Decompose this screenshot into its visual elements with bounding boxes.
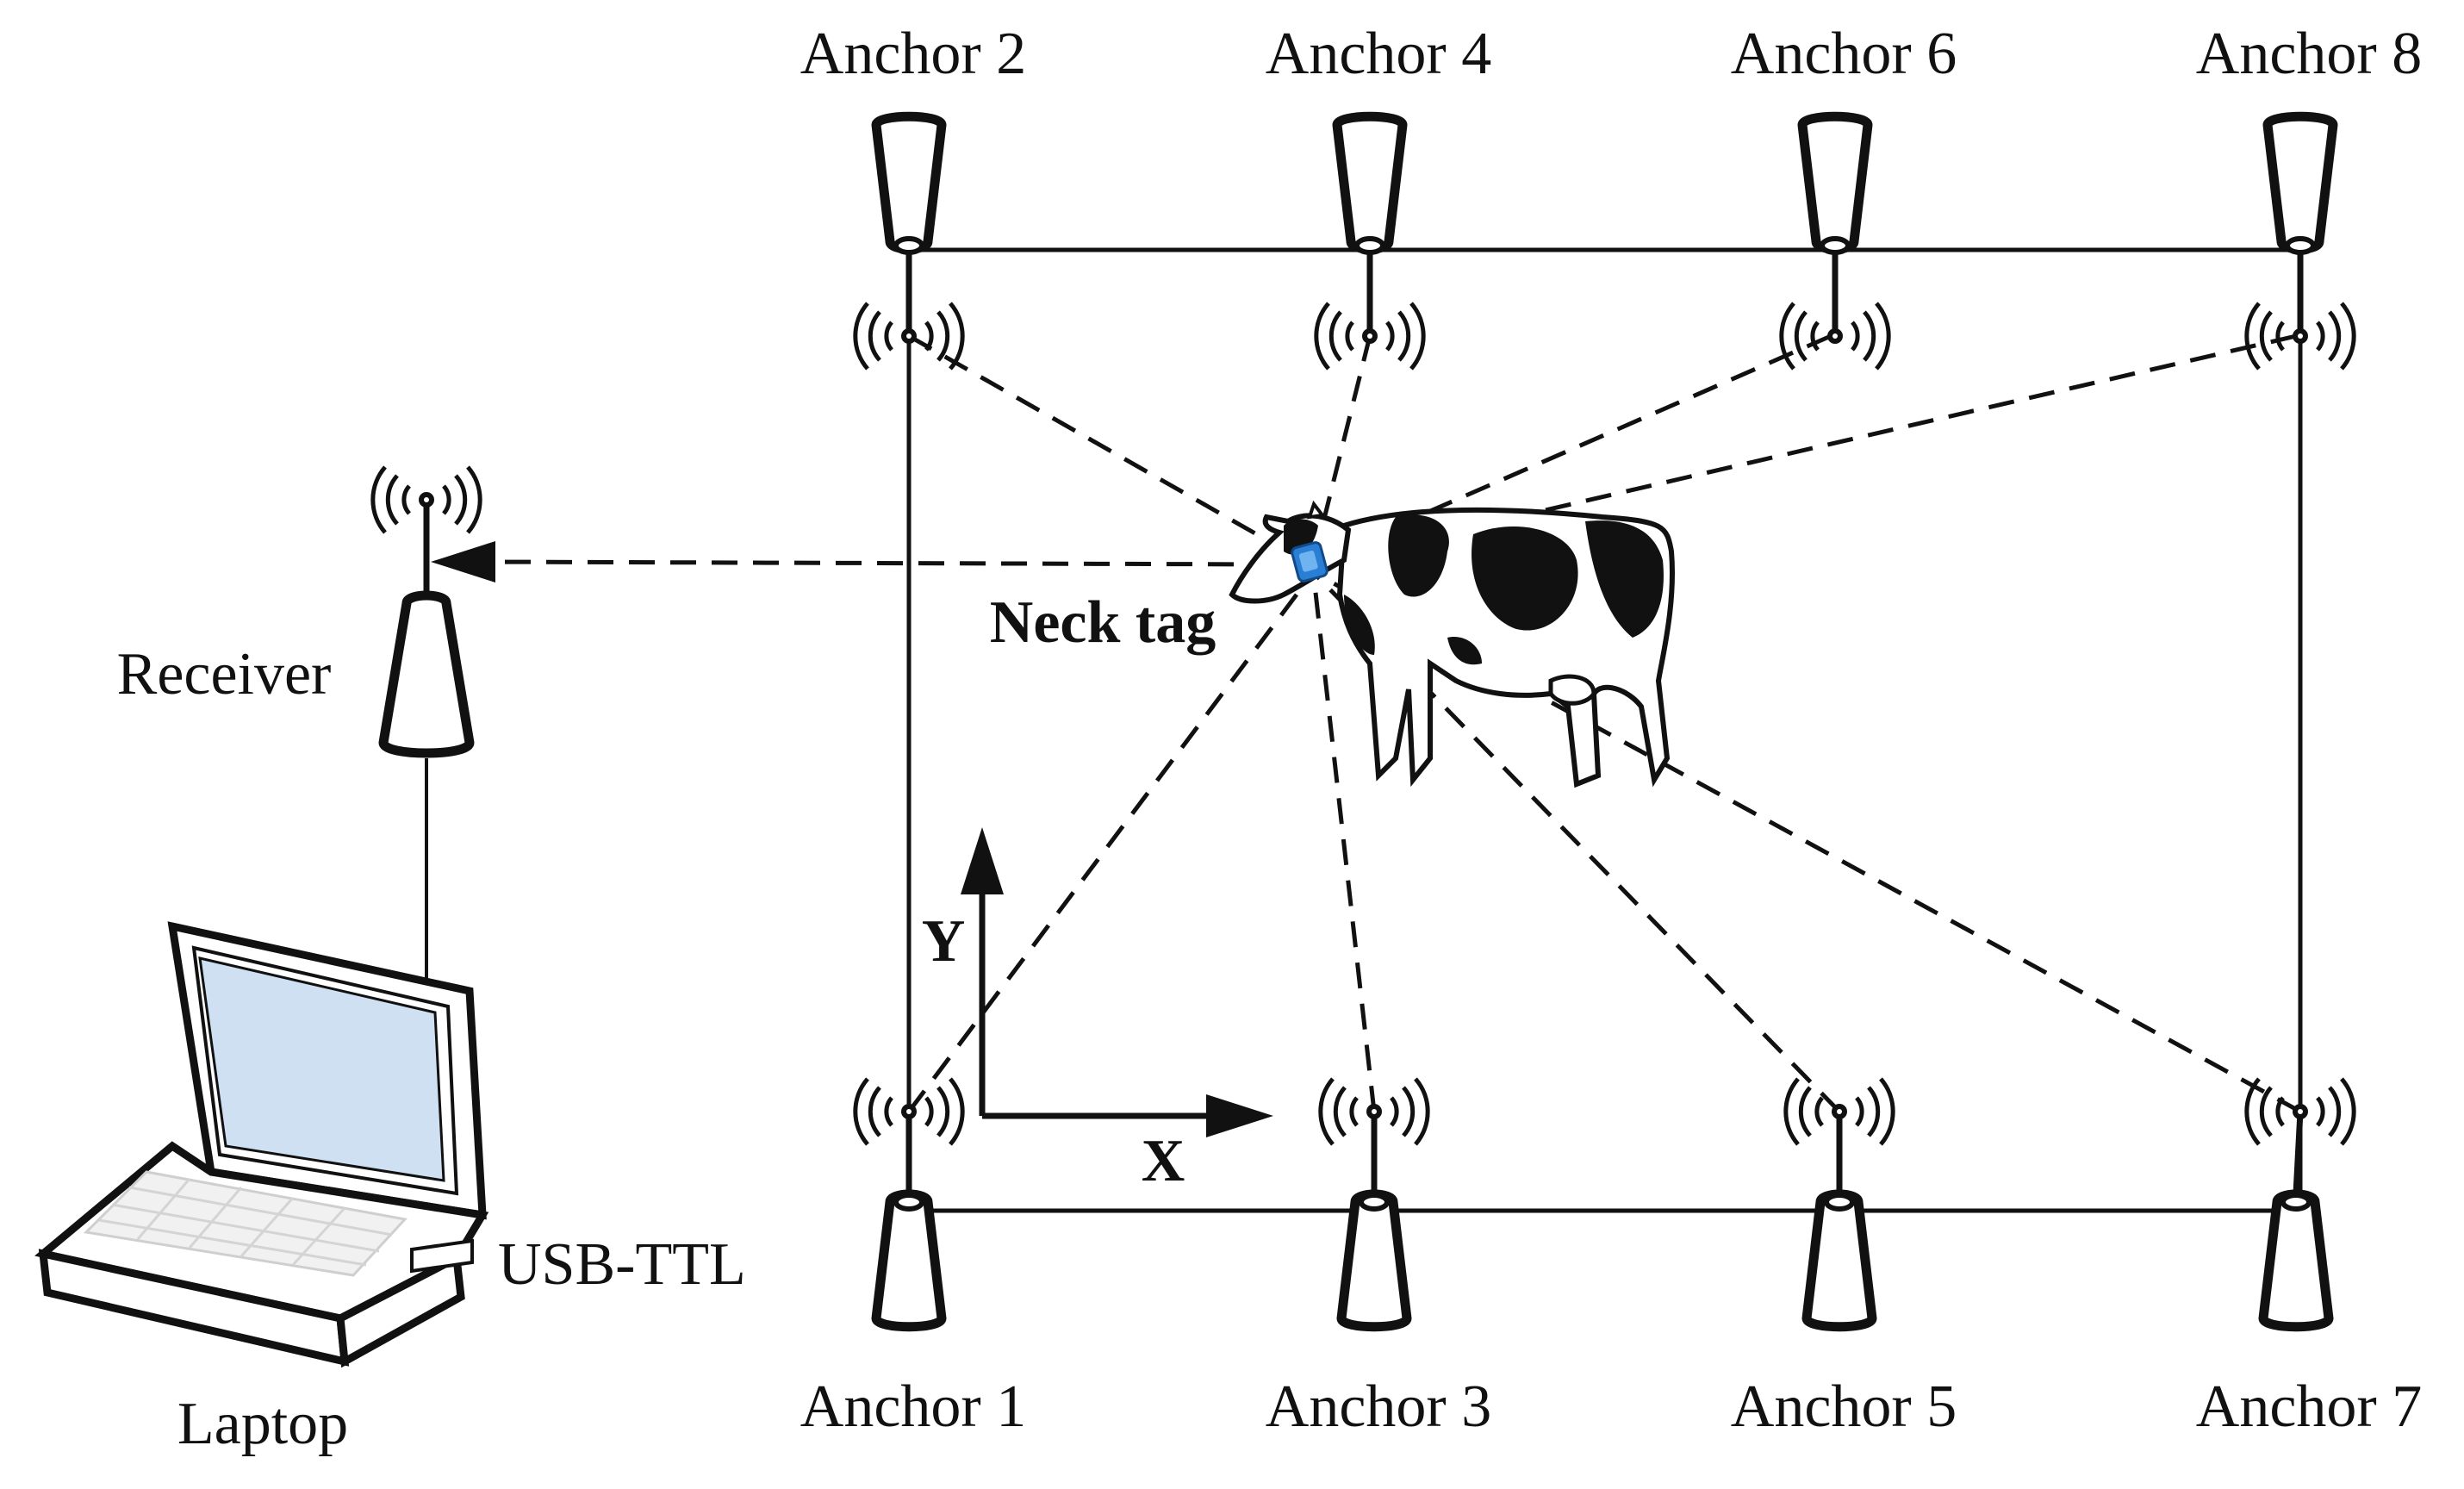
coordinate-axes	[961, 827, 1273, 1137]
neck-tag-label: Neck tag	[990, 589, 1216, 656]
anchor-1	[856, 1079, 962, 1327]
anchor-3-label: Anchor 3	[1266, 1374, 1491, 1440]
anchor-8	[2247, 116, 2354, 369]
anchor-7-label: Anchor 7	[2196, 1374, 2422, 1440]
neck-tag-device	[1291, 541, 1328, 583]
usb-ttl-dongle	[410, 1238, 474, 1274]
laptop-icon	[34, 921, 489, 1368]
cow-icon	[1229, 500, 1675, 788]
receiver-arrow-icon	[431, 541, 495, 583]
axis-x-label: X	[1142, 1128, 1185, 1194]
anchor-2-label: Anchor 2	[800, 21, 1026, 87]
anchor-frame	[906, 247, 2303, 1213]
axis-y-label: Y	[922, 908, 966, 975]
anchor-4	[1316, 116, 1423, 369]
anchor-4-label: Anchor 4	[1266, 21, 1491, 87]
anchor-5-label: Anchor 5	[1731, 1374, 1957, 1440]
anchor-6	[1782, 116, 1888, 369]
anchor-7	[2247, 1079, 2354, 1327]
anchor-2	[856, 116, 962, 369]
receiver-label: Receiver	[117, 641, 332, 707]
anchor-1-label: Anchor 1	[800, 1374, 1026, 1440]
anchor-3	[1321, 1079, 1428, 1327]
anchor-5	[1786, 1079, 1893, 1327]
usb-ttl-label: USB-TTL	[498, 1231, 746, 1298]
anchor-6-label: Anchor 6	[1731, 21, 1957, 87]
anchor-8-label: Anchor 8	[2196, 21, 2422, 87]
laptop-label: Laptop	[177, 1391, 348, 1457]
